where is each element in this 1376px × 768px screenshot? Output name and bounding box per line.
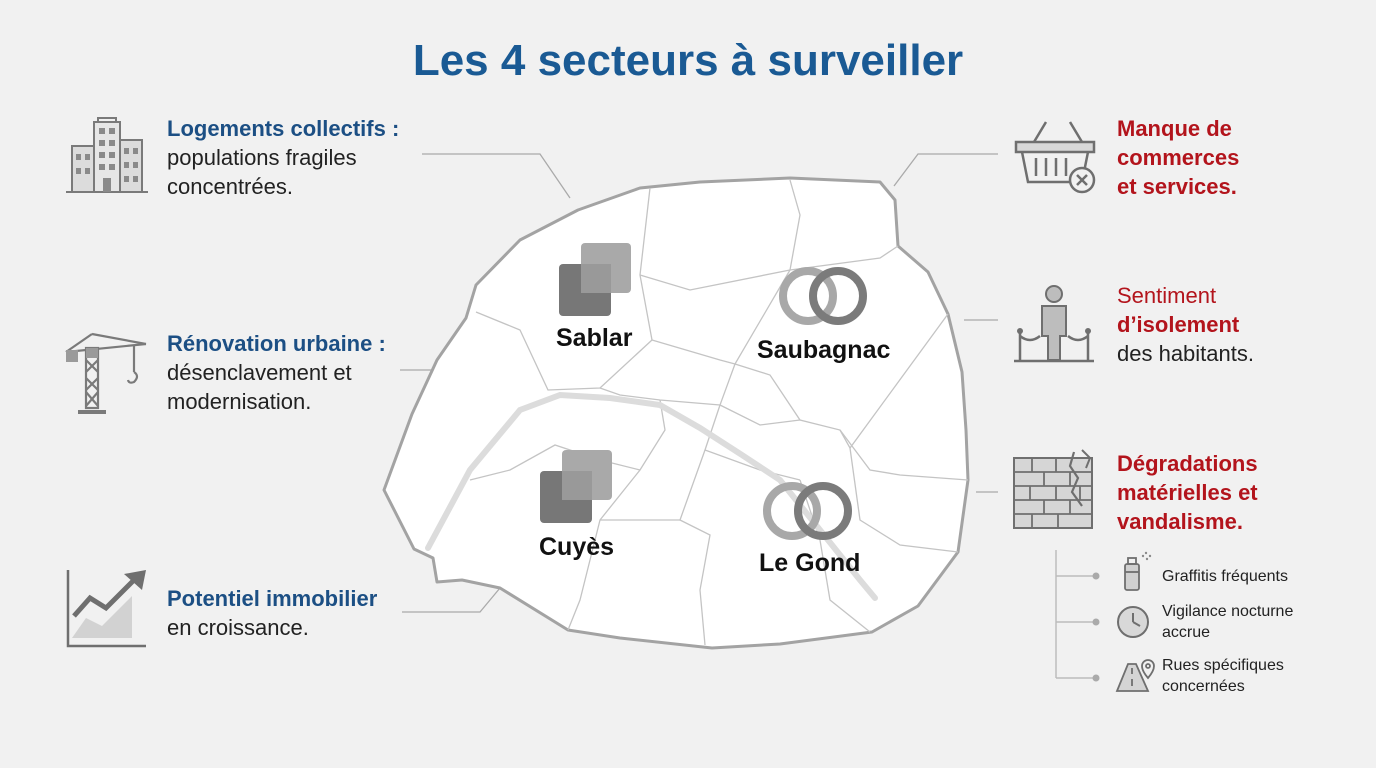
potentiel-text: Potentiel immobilier en croissance. (167, 584, 377, 642)
degradations-line-1: Dégradations (1117, 451, 1258, 476)
building-icon (66, 117, 148, 193)
detail-vigilance: Vigilance nocturne accrue (1162, 601, 1293, 643)
detail-rues: Rues spécifiques concernées (1162, 655, 1284, 697)
detail-graffitis: Graffitis fréquents (1162, 568, 1288, 585)
district-borders (469, 179, 969, 646)
isolement-line-1: Sentiment (1117, 283, 1217, 308)
isolement-line-2: d’isolement (1117, 312, 1240, 337)
sablar-squares-icon (559, 243, 631, 316)
growth-chart-icon (66, 570, 146, 648)
legond-rings-icon (763, 482, 852, 540)
page-title: Les 4 secteurs à surveiller (412, 36, 964, 85)
renovation-line-1: désenclavement et (167, 360, 352, 385)
renovation-text: Rénovation urbaine : désenclavement et m… (167, 329, 386, 416)
logements-line-1: populations fragiles (167, 145, 357, 170)
degradations-line-2: matérielles et (1117, 480, 1258, 505)
renovation-line-2: modernisation. (167, 389, 312, 414)
detail-vigilance-line-1: Vigilance nocturne (1162, 603, 1294, 620)
commerces-text: Manque de commerces et services. (1117, 114, 1239, 201)
detail-rues-line-2: concernées (1162, 678, 1245, 695)
sector-label-sablar: Sablar (556, 324, 633, 352)
degradations-line-3: vandalisme. (1117, 509, 1243, 534)
detail-vigilance-line-2: accrue (1162, 624, 1211, 641)
commerces-line-3: et services. (1117, 174, 1237, 199)
saubagnac-rings-icon (779, 267, 867, 325)
logements-line-2: concentrées. (167, 174, 293, 199)
degradations-text: Dégradations matérielles et vandalisme. (1117, 449, 1258, 536)
isolement-text: Sentiment d’isolement des habitants. (1117, 281, 1254, 368)
potentiel-line-1: en croissance. (167, 615, 309, 640)
cracked-wall-icon (1013, 449, 1093, 529)
connector-lines (400, 153, 998, 613)
logements-heading: Logements collectifs : (167, 116, 400, 141)
potentiel-heading: Potentiel immobilier (167, 586, 378, 611)
sector-label-saubagnac: Saubagnac (757, 336, 891, 364)
sector-label-cuyes: Cuyès (539, 533, 615, 561)
shopping-basket-icon (1014, 121, 1096, 194)
detail-rues-line-1: Rues spécifiques (1162, 657, 1284, 674)
cuyes-squares-icon (540, 450, 612, 523)
isolement-line-3: des habitants. (1117, 341, 1254, 366)
logements-text: Logements collectifs : populations fragi… (167, 114, 399, 201)
details-tree (1055, 550, 1155, 692)
spray-can-icon (1124, 557, 1140, 591)
isolated-person-icon (1014, 285, 1094, 363)
sector-label-legond: Le Gond (759, 549, 861, 577)
commerces-line-2: commerces (1117, 145, 1240, 170)
clock-icon (1117, 606, 1149, 638)
commerces-line-1: Manque de (1117, 116, 1232, 141)
road-pin-icon (1115, 659, 1155, 692)
renovation-heading: Rénovation urbaine : (167, 331, 386, 356)
crane-icon (65, 332, 147, 414)
